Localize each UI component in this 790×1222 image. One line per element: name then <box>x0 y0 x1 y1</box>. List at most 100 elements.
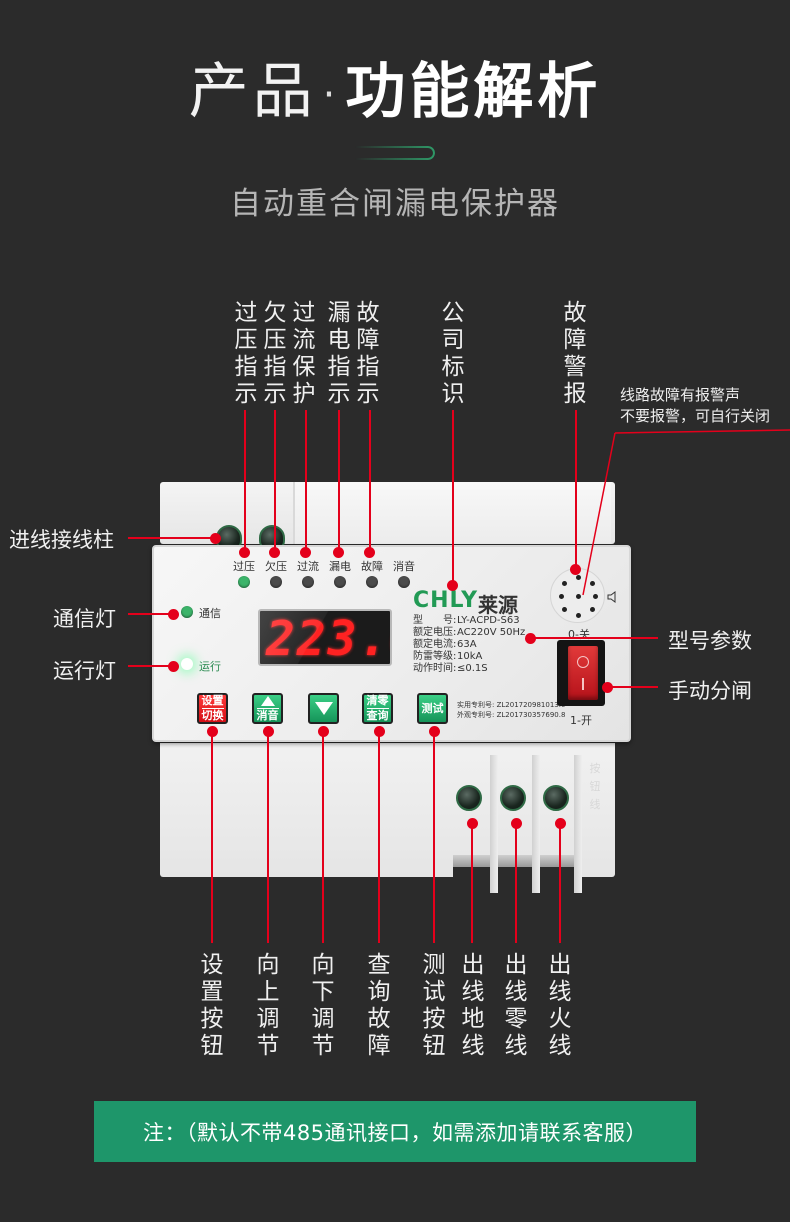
label-up-adjust: 向上调节 <box>256 952 280 1059</box>
comm-led <box>181 606 193 618</box>
title-underline-decoration <box>355 146 435 160</box>
leader-line <box>128 665 173 667</box>
set-switch-button[interactable]: 设置 切换 <box>197 693 228 724</box>
leader-dot <box>374 726 385 737</box>
output-neutral-screw <box>500 785 526 811</box>
manual-rocker-switch[interactable] <box>568 646 598 700</box>
clear-query-button[interactable]: 清零 查询 <box>362 693 393 724</box>
button-text: 消音 <box>256 708 279 722</box>
spec-value: ≤0.1S <box>457 663 488 674</box>
speaker-hole <box>576 613 581 618</box>
slot-shadow-3 <box>540 855 574 867</box>
leader-dot <box>511 818 522 829</box>
brand-logo-en: CHLY <box>413 588 479 613</box>
alarm-note-line1: 线路故障有报警声 <box>620 386 741 404</box>
overcurrent-led <box>302 576 314 588</box>
leader-dot <box>555 818 566 829</box>
label-query-fault: 查询故障 <box>367 952 391 1059</box>
indicator-label-overcurrent: 过流 <box>297 560 319 573</box>
speaker-hole <box>559 594 564 599</box>
button-text: 测试 <box>421 701 444 715</box>
leader-dot <box>207 726 218 737</box>
leader-dot <box>168 661 179 672</box>
comm-led-label: 通信 <box>199 607 221 620</box>
terminal-divider-3 <box>574 755 582 893</box>
title-light: 产品 <box>188 57 317 127</box>
patent-value: ZL201730357690.8 <box>496 711 566 719</box>
terminal-divider-2 <box>532 755 540 893</box>
leader-dot <box>364 547 375 558</box>
speaker-hole <box>590 607 595 612</box>
speaker-hole <box>590 581 595 586</box>
leader-line <box>128 613 173 615</box>
label-comm-light: 通信灯 <box>53 607 116 631</box>
speaker-hole <box>562 581 567 586</box>
leader-dot <box>318 726 329 737</box>
note-banner: 注：（默认不带485通讯接口，如需添加请联系客服） <box>94 1101 696 1162</box>
label-fault-indicator: 故障指示 <box>356 300 380 407</box>
switch-off-symbol <box>577 656 589 668</box>
spec-key: 动作时间: <box>413 663 457 674</box>
speaker-hole <box>562 607 567 612</box>
label-undervoltage-indicator: 欠压指示 <box>263 300 287 407</box>
leader-line <box>452 410 454 585</box>
brand-logo-cn: 莱源 <box>478 593 518 617</box>
leader-line <box>433 731 435 943</box>
leader-line <box>471 822 473 943</box>
undervoltage-led <box>270 576 282 588</box>
leader-line <box>515 822 517 943</box>
spec-key: 额定电流: <box>413 639 457 650</box>
leader-line <box>128 537 216 539</box>
alarm-note-line2: 不要报警，可自行关闭 <box>620 407 771 425</box>
spec-row-voltage: 额定电压:AC220V 50Hz <box>413 627 525 639</box>
label-company-logo: 公司标识 <box>441 300 465 407</box>
button-text: 切换 <box>201 709 224 722</box>
overvoltage-led <box>238 576 250 588</box>
spec-key: 防雷等级: <box>413 651 457 662</box>
arrow-up-icon <box>260 695 275 706</box>
page-subtitle: 自动重合闸漏电保护器 <box>230 186 560 222</box>
label-output-live: 出线火线 <box>548 952 572 1059</box>
leader-dot <box>269 547 280 558</box>
display-value: 223.0 <box>266 613 390 664</box>
speaker-hole <box>576 594 581 599</box>
leakage-led <box>334 576 346 588</box>
leader-line <box>530 637 658 639</box>
leader-line <box>244 410 246 550</box>
button-divider <box>256 707 279 709</box>
button-text: 查询 <box>366 709 389 722</box>
speaker-icon <box>607 591 616 603</box>
speaker-hole <box>576 575 581 580</box>
up-mute-button[interactable]: 消音 <box>252 693 283 724</box>
spec-value: LY-ACPD-S63 <box>457 615 520 626</box>
spec-key: 型 号: <box>413 615 457 626</box>
spec-value: 10kA <box>457 651 483 662</box>
patent-key: 实用专利号: <box>457 701 495 709</box>
leader-dot <box>210 533 221 544</box>
leader-dot <box>333 547 344 558</box>
label-overcurrent-protection: 过流保护 <box>292 300 316 407</box>
title-bold: 功能解析 <box>345 57 602 127</box>
leader-line <box>378 731 380 943</box>
side-print-text: 按钮线 <box>589 762 601 811</box>
down-button[interactable] <box>308 693 339 724</box>
test-button[interactable]: 测试 <box>417 693 448 724</box>
button-divider <box>201 708 224 709</box>
leader-dot <box>168 609 179 620</box>
terminal-divider-1 <box>490 755 498 893</box>
output-ground-screw <box>456 785 482 811</box>
patent-utility: 实用专利号: ZL201720981013.0 <box>457 700 565 710</box>
label-run-light: 运行灯 <box>53 659 116 683</box>
label-set-button: 设置按钮 <box>200 952 224 1059</box>
output-live-screw <box>543 785 569 811</box>
speaker-hole <box>593 594 598 599</box>
leader-dot <box>570 564 581 575</box>
leader-dot <box>300 547 311 558</box>
patent-design: 外观专利号: ZL201730357690.8 <box>457 710 565 720</box>
indicator-label-mute: 消音 <box>393 560 415 573</box>
label-manual-switch: 手动分闸 <box>668 679 752 703</box>
leader-line <box>267 731 269 943</box>
arrow-down-icon <box>314 702 333 715</box>
label-leakage-indicator: 漏电指示 <box>327 300 351 407</box>
title-separator: · <box>322 72 340 119</box>
